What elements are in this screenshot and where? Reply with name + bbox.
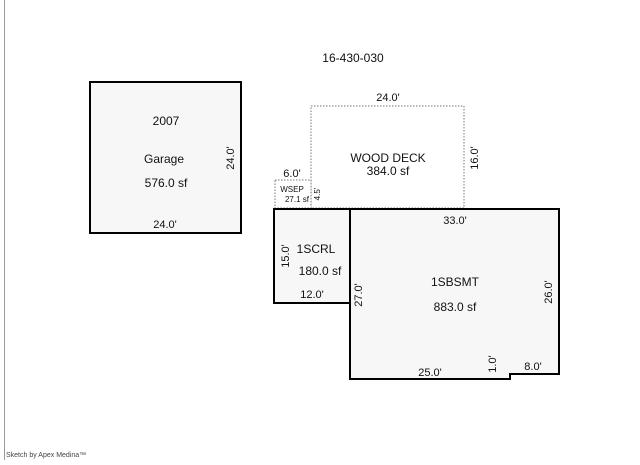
bsmt-dim-bottom: 25.0' bbox=[418, 367, 442, 379]
wood-deck-dim-top: 24.0' bbox=[376, 92, 400, 104]
wsep-label: WSEP bbox=[280, 185, 304, 194]
bsmt-outline bbox=[349, 208, 560, 380]
bsmt-label: 1SBSMT bbox=[431, 275, 480, 289]
scrl-area: 180.0 sf bbox=[299, 264, 342, 278]
scrl-dim-bottom: 12.0' bbox=[300, 289, 324, 301]
wsep-area: 27.1 sf bbox=[285, 195, 310, 204]
garage-area: 576.0 sf bbox=[145, 176, 188, 190]
sketch-id: 16-430-030 bbox=[322, 51, 384, 65]
frame-left-border bbox=[4, 0, 5, 460]
wood-deck-outline bbox=[310, 105, 465, 209]
garage-outline bbox=[89, 81, 242, 234]
wsep-dim-top: 6.0' bbox=[283, 168, 300, 180]
bsmt-dim-notch-horizontal: 8.0' bbox=[524, 361, 541, 373]
bsmt-dim-right: 26.0' bbox=[543, 280, 555, 304]
scrl-dim-left: 15.0' bbox=[280, 244, 292, 268]
bsmt-area: 883.0 sf bbox=[434, 300, 477, 314]
garage-year: 2007 bbox=[153, 114, 180, 128]
bsmt-dim-left: 27.0' bbox=[353, 283, 365, 307]
sketch-credit: Sketch by Apex Medina™ bbox=[6, 452, 87, 459]
scrl-outline bbox=[273, 208, 351, 304]
garage-dim-bottom: 24.0' bbox=[153, 219, 177, 231]
garage-dim-right: 24.0' bbox=[225, 146, 237, 170]
bsmt-dim-top: 33.0' bbox=[443, 215, 467, 227]
wsep-dim-right: 4.5' bbox=[313, 187, 322, 200]
bsmt-dim-notch-vertical: 1.0' bbox=[487, 355, 499, 372]
wood-deck-dim-right: 16.0' bbox=[469, 146, 481, 170]
wood-deck-label: WOOD DECK bbox=[350, 151, 425, 165]
scrl-label: 1SCRL bbox=[297, 242, 336, 256]
garage-label: Garage bbox=[144, 152, 184, 166]
wood-deck-area: 384.0 sf bbox=[367, 164, 410, 178]
